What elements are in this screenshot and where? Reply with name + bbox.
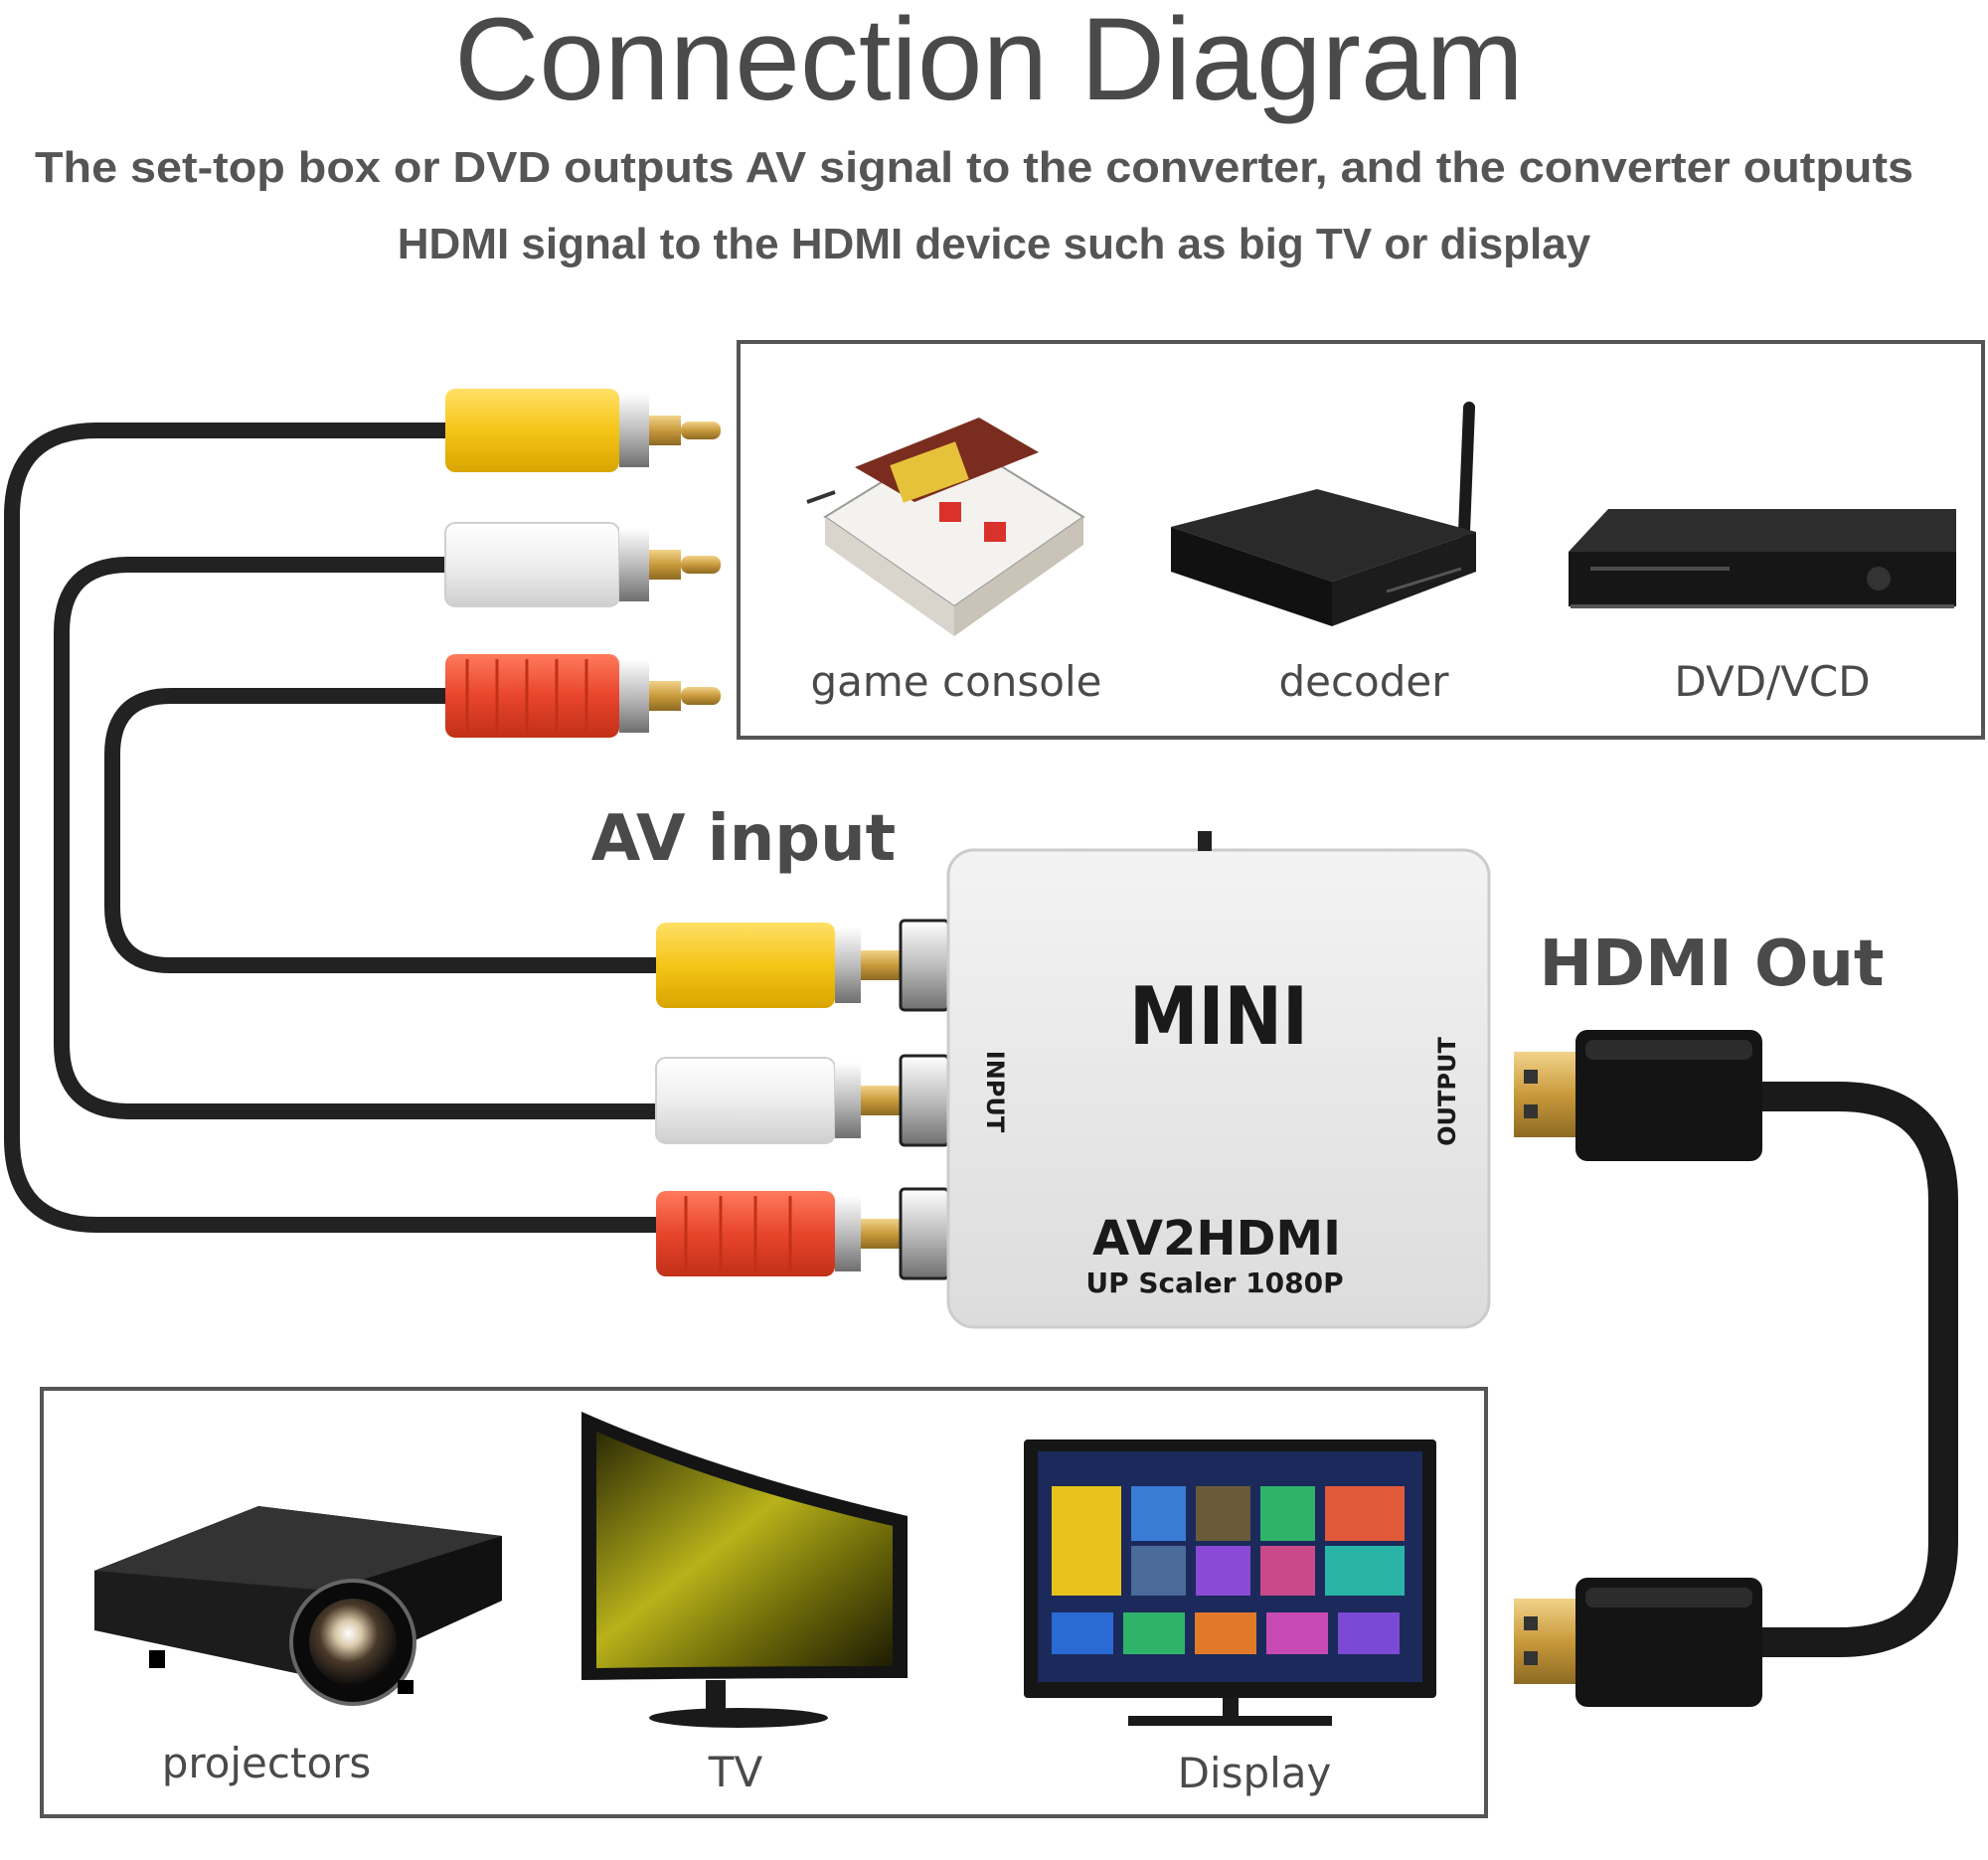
converter-output-port-label: OUTPUT	[1433, 1037, 1461, 1146]
display-icon	[1024, 1439, 1436, 1726]
output-devices-frame	[40, 1387, 1488, 1818]
source-devices-frame	[737, 340, 1985, 740]
converter-model-sub: UP Scaler 1080P	[1085, 1267, 1343, 1299]
game-console-icon	[806, 418, 1085, 636]
source-label-decoder: decoder	[1278, 657, 1449, 706]
rca-plug-red-source	[445, 654, 721, 738]
rca-plug-white-source	[444, 522, 721, 607]
hdmi-out-label: HDMI Out	[1539, 928, 1884, 1001]
rca-plug-red-input	[656, 1187, 950, 1280]
subtitle-line-2: HDMI signal to the HDMI device such as b…	[398, 220, 1591, 268]
output-label-display: Display	[1178, 1749, 1332, 1797]
dvd-player-icon	[1569, 509, 1956, 608]
output-label-projectors: projectors	[162, 1739, 372, 1787]
tv-icon	[581, 1412, 908, 1728]
rca-cables-long	[4, 423, 661, 1233]
converter-model: AV2HDMI	[1092, 1211, 1341, 1267]
hdmi-plug-bottom	[1514, 1578, 1762, 1707]
rca-plug-yellow-source	[445, 389, 721, 472]
source-label-game-console: game console	[811, 657, 1102, 706]
av-input-label: AV input	[591, 802, 896, 876]
projector-icon	[94, 1506, 502, 1706]
output-label-tv: TV	[708, 1748, 763, 1796]
converter-input-port-label: INPUT	[981, 1051, 1009, 1133]
hdmi-cable	[1762, 1082, 1958, 1657]
decoder-icon	[1171, 402, 1476, 626]
source-label-dvd: DVD/VCD	[1674, 657, 1870, 706]
converter-brand: MINI	[1129, 970, 1308, 1063]
av2hdmi-converter: MINI INPUT OUTPUT AV2HDMI UP Scaler 1080…	[946, 831, 1491, 1329]
rca-plug-yellow-input	[656, 919, 950, 1012]
page-title: Connection Diagram	[454, 0, 1524, 125]
rca-plug-white-input	[655, 1054, 950, 1147]
subtitle-line-1: The set-top box or DVD outputs AV signal…	[35, 143, 1913, 192]
hdmi-plug-top	[1514, 1030, 1762, 1161]
